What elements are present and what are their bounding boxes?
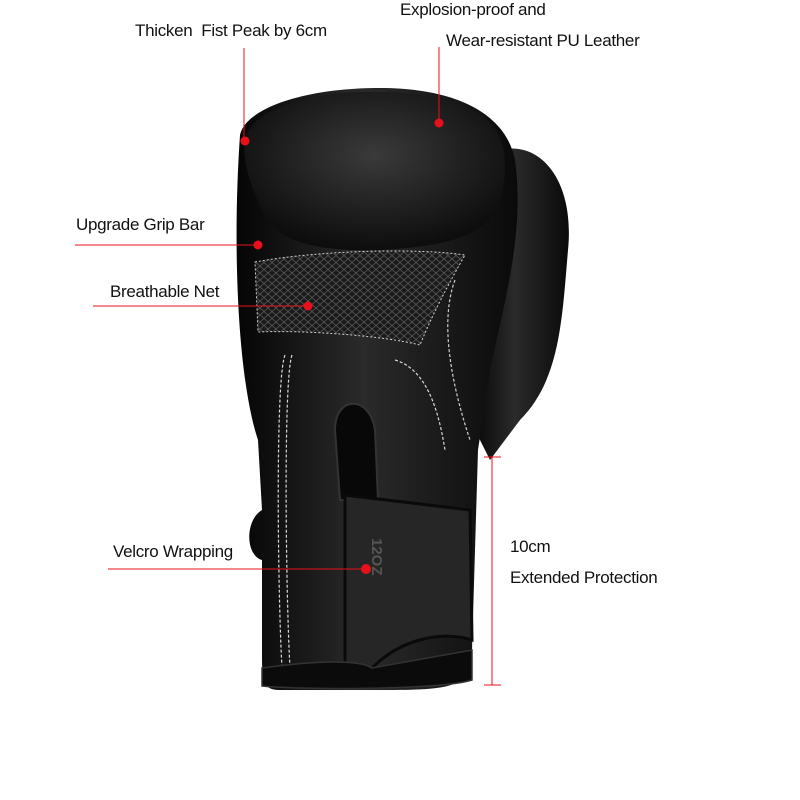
dimension-value: 10cm — [510, 537, 551, 556]
hand-opening — [333, 402, 380, 501]
callout-fist-peak: Thicken Fist Peak by 6cm — [135, 21, 327, 40]
callout-velcro: Velcro Wrapping — [113, 542, 233, 561]
callout-dot-fist-peak — [240, 136, 250, 146]
callout-leather-line1: Explosion-proof and — [400, 0, 546, 19]
callout-breathable-net: Breathable Net — [110, 282, 220, 301]
dimension-label: Extended Protection — [510, 568, 658, 587]
callout-dot-leather — [434, 118, 444, 128]
callout-dot-grip — [253, 240, 263, 250]
callout-dot-net — [303, 301, 313, 311]
callout-grip-bar: Upgrade Grip Bar — [76, 215, 205, 234]
fist-pad — [244, 91, 505, 251]
breathable-mesh — [254, 250, 466, 346]
callout-dot-velcro — [361, 564, 371, 574]
callout-leather-line2: Wear-resistant PU Leather — [446, 31, 640, 50]
weight-marking: 12OZ — [368, 538, 385, 576]
